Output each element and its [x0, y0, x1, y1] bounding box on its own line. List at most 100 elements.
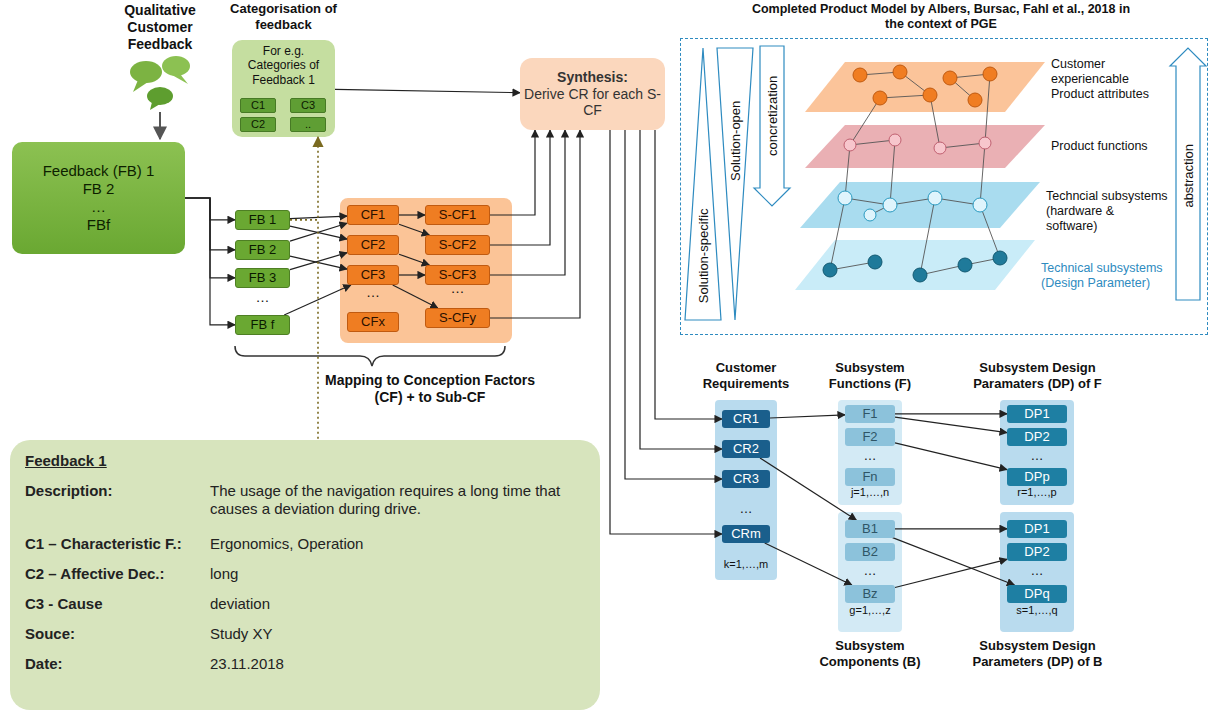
label-text: Mapping to Conception Factors (CF) + to …	[310, 372, 550, 406]
design-parameters-f-region: Subsystem Design Paramaters (DP) of F…r=…	[1000, 400, 1074, 505]
feedback-box: FB 2	[235, 240, 290, 260]
design-parameters-f-region-text: r=1,…,p	[1000, 486, 1074, 499]
conception-factor-box: CFx	[347, 312, 399, 332]
category-box: C3	[290, 98, 326, 113]
subsystem-components-region-text: g=1,…,z	[838, 604, 902, 617]
connector-arrow	[895, 417, 1007, 433]
connector-arrow	[640, 130, 722, 449]
feedback-box: FB f	[235, 315, 290, 335]
layer-dots	[823, 65, 1007, 282]
component-box-text: Bz	[862, 586, 877, 602]
label-text: Qualitative Customer Feedback	[95, 2, 225, 52]
design-parameter-box-text: DPq	[1024, 586, 1049, 602]
categorisation-box-text: Categorisation of feedback	[224, 1, 343, 32]
conception-factor-box: CF1	[347, 205, 399, 225]
component-box-text: B2	[862, 544, 878, 560]
feedback-detail-callout-text: C2 – Affective Dec.:	[25, 565, 210, 583]
design-parameter-box-text: DP1	[1024, 521, 1049, 537]
product-model-frame-text: Technical subsystems (Design Parameter)	[1041, 261, 1166, 291]
sub-conception-factor-box-text: S-CF2	[439, 237, 477, 253]
product-model-frame-text: abstraction	[1181, 136, 1197, 216]
requirement-box: CRm	[722, 525, 770, 543]
feedback-box-text: FB 3	[249, 270, 276, 286]
customer-requirements-region-text: …	[715, 501, 777, 517]
function-box: F2	[845, 428, 895, 446]
customer-requirements-region-text: k=1,…,m	[715, 558, 777, 571]
product-model-frame-text: Techncial subsystems (hardware & softwar…	[1046, 189, 1168, 234]
categorisation-box-text: For e.g. Categories of Feedback 1	[235, 44, 332, 87]
requirement-box: CR1	[722, 410, 770, 428]
feedback-list-box-text: …	[91, 198, 106, 216]
subsystem-functions-region-text: …	[838, 448, 902, 464]
product-model-frame-text: Product functions	[1051, 139, 1169, 154]
connector-arrow	[490, 130, 580, 318]
feedback-box-text: FB f	[251, 317, 275, 333]
connector-arrow	[760, 458, 856, 520]
design-parameter-box: DPq	[1007, 585, 1067, 603]
feedback-detail-callout-text: Souce:	[25, 625, 210, 643]
product-model-frame-text: Solution-open	[728, 96, 744, 186]
label-text: …	[235, 289, 290, 306]
function-box: Fn	[845, 468, 895, 486]
synthesis-box-text: Synthesis:	[557, 69, 628, 86]
component-box: B2	[845, 543, 895, 561]
sub-conception-factor-box: S-CFy	[425, 308, 490, 328]
feedback-list-box: Feedback (FB) 1FB 2…FBf	[12, 142, 185, 254]
product-model-frame-text: Completed Product Model by Albers, Bursa…	[751, 2, 1131, 32]
category-box-text: C3	[301, 99, 315, 112]
dotted-link	[290, 137, 318, 220]
category-box-text: C2	[251, 118, 265, 131]
function-box: F1	[845, 405, 895, 423]
subsystem-components-region: Subsystem Components (B)…g=1,…,zB1B2Bz	[838, 512, 902, 632]
synthesis-box: Synthesis:Derive CR for each S-CF	[520, 58, 665, 130]
connector-arrow	[284, 285, 351, 315]
feedback-box: FB 3	[235, 268, 290, 288]
design-parameter-box: DP2	[1007, 543, 1067, 561]
design-parameters-f-region-text: Subsystem Design Paramaters (DP) of F	[955, 360, 1120, 391]
synthesis-box-text: Derive CR for each S-CF	[523, 86, 662, 120]
connector-arrow	[490, 130, 565, 275]
connector-arrow	[185, 198, 235, 325]
sub-conception-factor-box: S-CF3	[425, 265, 490, 285]
feedback-box-text: FB 2	[249, 242, 276, 258]
requirement-box-text: CRm	[731, 526, 761, 542]
connector-arrow	[765, 543, 852, 585]
categorisation-box: Categorisation of feedbackFor e.g. Categ…	[232, 40, 335, 137]
design-parameter-box: DPp	[1007, 468, 1067, 486]
feedback-list-box-text: FB 2	[83, 180, 115, 198]
design-parameters-b-region-text: s=1,…,q	[1000, 604, 1074, 617]
conception-factor-box-text: CF2	[361, 237, 386, 253]
requirement-box-text: CR2	[733, 441, 759, 457]
design-parameters-f-region-text: …	[1000, 448, 1074, 464]
sub-conception-factor-box-text: S-CFy	[439, 310, 476, 326]
component-box-text: B1	[862, 521, 878, 537]
connector-arrow	[625, 130, 722, 479]
feedback-list-box-text: FBf	[87, 216, 110, 234]
dotted-link	[290, 220, 318, 440]
feedback-detail-callout-text: C1 – Characteristic F.:	[25, 535, 210, 553]
design-parameter-box-text: DP2	[1024, 544, 1049, 560]
category-box: ..	[290, 117, 326, 132]
abstraction-arrow	[1170, 48, 1206, 300]
product-model-frame: Completed Product Model by Albers, Bursa…	[680, 38, 1208, 335]
subsystem-components-region-text: Subsystem Components (B)	[816, 638, 924, 669]
connector-arrow	[335, 89, 520, 92]
function-box-text: F1	[862, 406, 877, 422]
solution-specific-wedge	[685, 48, 721, 320]
function-box-text: F2	[862, 429, 877, 445]
conception-factor-box-text: CFx	[361, 314, 385, 330]
sub-conception-factor-box-text: S-CF3	[439, 267, 477, 283]
connector-arrow	[399, 274, 425, 275]
conception-factor-region-text: …	[347, 284, 399, 301]
connector-arrow	[393, 285, 438, 308]
conception-factor-region: ……CF1S-CF1CF2S-CF2CF3S-CF3CFxS-CFy	[340, 198, 512, 343]
layer-links	[830, 72, 1000, 275]
design-parameter-box: DP1	[1007, 405, 1067, 423]
feedback-detail-callout-text: long	[210, 565, 580, 583]
category-box: C2	[240, 117, 276, 132]
component-box: B1	[845, 520, 895, 538]
category-box-text: ..	[305, 118, 311, 131]
category-box-text: C1	[251, 99, 265, 112]
feedback-detail-callout-text: The usage of the navigation requires a l…	[210, 482, 580, 518]
design-parameters-b-region-text: Subsystem Design Parameters (DP) of B	[955, 638, 1120, 669]
